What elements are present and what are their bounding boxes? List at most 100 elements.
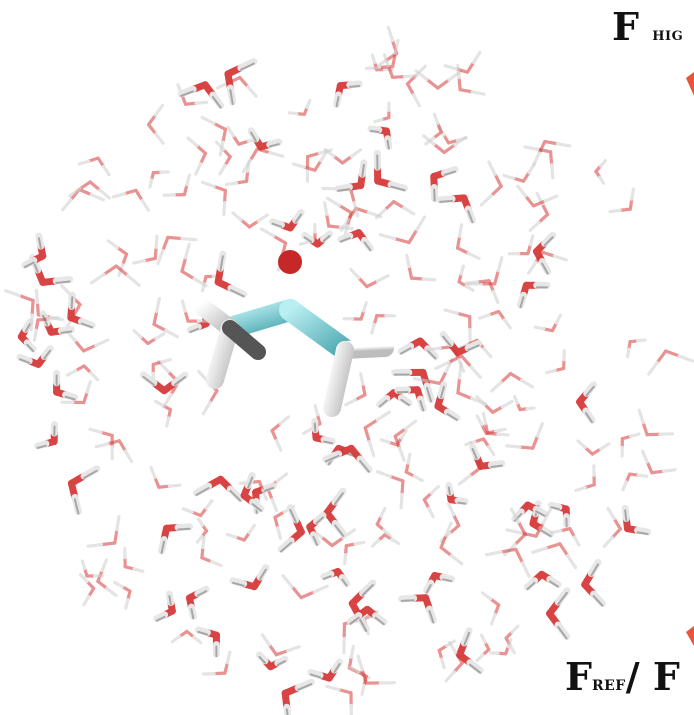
water-molecule-icon [65, 364, 100, 382]
water-molecule-icon [517, 281, 551, 309]
water-molecule-icon [180, 242, 208, 288]
water-molecule-icon [398, 594, 437, 624]
water-molecule-icon [364, 39, 400, 71]
water-molecule-icon [373, 149, 408, 192]
water-molecule-icon [602, 506, 622, 549]
water-molecule-icon [550, 527, 581, 547]
label-top-small: HIG [652, 29, 684, 44]
water-molecule-icon [528, 191, 550, 233]
water-molecule-icon [374, 200, 416, 220]
water-molecule-icon [505, 422, 544, 450]
water-molecule-icon [443, 50, 482, 74]
water-molecule-icon [281, 678, 315, 715]
water-molecule-icon [375, 506, 392, 538]
water-molecule-icon [67, 465, 101, 516]
water-molecule-icon [342, 301, 368, 321]
water-molecule-icon [478, 309, 512, 330]
water-molecule-icon [86, 514, 121, 548]
water-molecule-icon [334, 159, 368, 193]
water-molecule-icon [17, 318, 37, 353]
water-molecule-icon [287, 99, 312, 116]
water-molecule-icon [307, 658, 344, 682]
water-molecule-icon [574, 464, 596, 492]
water-molecule-icon [488, 638, 513, 656]
water-molecule-icon [479, 160, 503, 207]
water-molecules [4, 26, 694, 715]
water-molecule-icon [53, 369, 79, 401]
water-molecule-icon [581, 558, 606, 608]
water-molecule-icon [148, 170, 170, 189]
water-molecule-icon [363, 410, 392, 458]
water-molecule-icon [131, 234, 159, 265]
water-molecule-icon [333, 80, 363, 108]
water-molecule-icon [322, 444, 373, 474]
water-molecule-icon [224, 159, 251, 187]
label-f-high: F HIG [612, 8, 683, 46]
water-molecule-icon [502, 162, 537, 183]
water-molecule-icon [545, 349, 566, 375]
water-molecule-icon [391, 368, 435, 403]
water-molecule-icon [311, 417, 336, 445]
water-molecule-icon [240, 472, 265, 513]
water-molecule-icon [620, 432, 641, 458]
water-molecule-icon [349, 267, 390, 289]
water-molecule-icon [531, 542, 578, 570]
water-molecule-icon [546, 587, 571, 640]
water-molecule-icon [146, 103, 165, 145]
water-molecule-icon [443, 308, 472, 344]
water-molecule-icon [455, 223, 481, 260]
water-molecule-icon [356, 654, 396, 685]
water-molecule-icon [346, 605, 388, 626]
water-molecule-icon [64, 328, 110, 353]
water-molecule-icon [89, 264, 141, 287]
water-molecule-icon [621, 504, 652, 536]
water-molecule-icon [469, 443, 506, 470]
water-molecule-icon [281, 574, 329, 600]
solute-molecule [191, 250, 394, 417]
water-molecule-icon [337, 229, 374, 252]
water-molecule-icon [158, 523, 194, 555]
water-molecule-icon [404, 452, 424, 483]
water-molecule-icon [214, 140, 232, 176]
water-molecule-icon [88, 427, 114, 461]
water-molecule-icon [68, 180, 111, 200]
water-molecule-icon [375, 470, 405, 510]
water-molecule-icon [192, 475, 244, 503]
water-molecule-icon [301, 230, 333, 248]
water-molecule-icon [215, 75, 258, 98]
water-molecule-icon [156, 235, 198, 266]
water-molecule-icon [186, 136, 208, 176]
water-molecule-icon [437, 125, 468, 145]
water-molecule-icon [444, 641, 464, 683]
water-molecule-icon [637, 408, 675, 437]
water-molecule-icon [370, 314, 397, 335]
label-bottom-big1: F [565, 654, 592, 699]
water-molecule-icon [379, 429, 408, 447]
water-molecule-icon [382, 53, 419, 79]
water-molecule-icon [186, 585, 210, 620]
water-molecule-icon [439, 331, 483, 356]
water-molecule-icon [434, 381, 461, 422]
water-molecule-icon [414, 69, 462, 90]
water-molecule-icon [325, 684, 353, 715]
water-molecule-icon [323, 201, 354, 231]
water-molecule-icon [132, 329, 166, 346]
water-molecule-icon [370, 533, 401, 548]
water-molecule-icon [533, 231, 557, 276]
label-bottom-small1: REF [591, 678, 626, 694]
arrow-bottom-icon [686, 626, 694, 646]
water-molecule-icon [576, 381, 598, 424]
water-molecule-icon [200, 180, 227, 217]
water-molecule-icon [260, 633, 301, 657]
water-molecule-icon [373, 101, 391, 124]
water-molecule-icon [170, 629, 203, 645]
label-bottom-slash: / [625, 654, 640, 699]
water-molecule-icon [225, 523, 256, 542]
water-molecule-icon [475, 633, 491, 663]
water-molecule-icon [94, 439, 134, 464]
water-molecule-icon [80, 559, 105, 578]
water-molecule-icon [60, 380, 92, 405]
water-molecule-icon [224, 58, 258, 106]
water-molecule-icon [162, 173, 192, 197]
